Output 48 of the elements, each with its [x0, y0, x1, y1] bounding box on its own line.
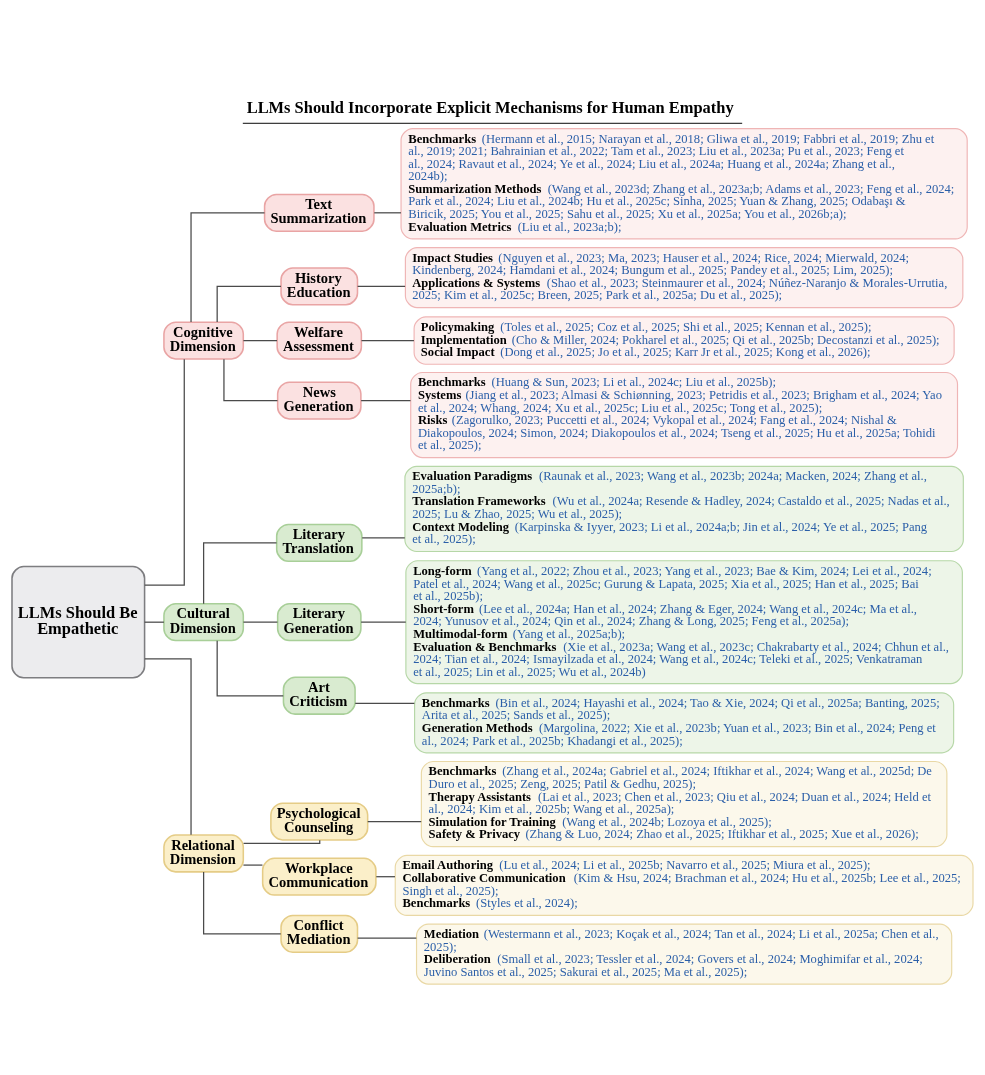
- connector: [360, 339, 415, 342]
- node-box: Text Summarization: [263, 193, 375, 232]
- connector: [375, 876, 396, 878]
- node-box: Literary Generation: [276, 603, 362, 642]
- node-box: Benchmarks (Bin et al., 2024; Hayashi et al., 2024; Tao & Xie, 2024; Qi et al., 2025a; Banting, 2025; Arita et al., 2025; Sands et al., 2025); Generation Methods (Margolina, 2022; Xie et al., 2023b; Yuan et al., 2023; Bin et al., 2024; Peng et al., 2024; Park et al., 2025b; Khadangi et al., 2025);: [414, 692, 955, 754]
- node-box: Conflict Mediation: [280, 914, 359, 953]
- node-box: Psychological Counseling: [270, 802, 369, 841]
- node-box: Literary Translation: [275, 523, 363, 562]
- connector: [144, 658, 192, 836]
- diagram-title: LLMs Should Incorporate Explicit Mechanisms for Human Empathy: [246, 98, 734, 118]
- connector: [360, 621, 407, 623]
- node-box: Art Criticism: [282, 676, 356, 715]
- node-box: Policymaking (Toles et al., 2025; Coz et al., 2025; Shi et al., 2025; Kennan et al., 2025); Implementation (Cho & Miller, 2024; Pokharel et al., 2025; Qi et al., 2025b; Decostanzi et al., 2025); Social Impact (Dong et al., 2025; Jo et al., 2025; Karr Jr et al., 2025; Kong et al., 2026);: [413, 316, 955, 365]
- node-box: Relational Dimension: [163, 834, 245, 873]
- connector: [216, 640, 284, 697]
- connector: [242, 339, 278, 342]
- node-box: Impact Studies (Nguyen et al., 2023; Ma, 2023; Hauser et al., 2024; Rice, 2024; Mierwald, 2024; Kindenberg, 2024; Hamdani et al., 2024; Bungum et al., 2025; Pandey et al., 2025; Lim, 2025); Applications & Systems (Shao et al., 2023; Steinmaurer et al., 2024; Núñez-Naranjo & Morales-Urrutia, 2025; Kim et al., 2025c; Breen, 2025; Park et al., 2025a; Du et al., 2025);: [404, 247, 964, 309]
- node-box: Mediation (Westermann et al., 2023; Koçak et al., 2024; Tan et al., 2024; Li et al., 2025a; Chen et al., 2025); Deliberation (Small et al., 2023; Tessler et al., 2024; Govers et al., 2024; Moghimifar et al., 2024; Juvino Santos et al., 2025; Sakurai et al., 2025; Ma et al., 2025);: [415, 923, 953, 985]
- node-box: Benchmarks (Hermann et al., 2015; Narayan et al., 2018; Gliwa et al., 2019; Fabbri et al., 2019; Zhu et al., 2019; 2021; Bahrainian et al., 2022; Tam et al., 2023; Liu et al., 2023a; Pu et al., 2023; Feng et al., 2024; Ravaut et al., 2024; Ye et al., 2024; Liu et al., 2024a; Huang et al., 2024a; Zhang et al., 2024b); Summarization Methods (Wang et al., 2023d; Zhang et al., 2023a;b; Adams et al., 2023; Feng et al., 2024; Park et al., 2024; Liu et al., 2024b; Hu et al., 2025c; Sinha, 2025; Yuan & Zhang, 2025; Odabaşı & Biricik, 2025; You et al., 2025; Sahu et al., 2025; Xu et al., 2025a; You et al., 2026b;a); Evaluation Metrics (Liu et al., 2023a;b);: [400, 128, 968, 240]
- connector: [360, 399, 412, 402]
- connector: [357, 285, 406, 287]
- connector: [203, 871, 282, 935]
- node-box: Benchmarks (Huang & Sun, 2023; Li et al., 2024c; Liu et al., 2025b); Systems (Jiang et al., 2023; Almasi & Schiønning, 2023; Petridis et al., 2023; Brigham et al., 2024; Yao et al., 2024; Whang, 2024; Xu et al., 2025c; Liu et al., 2025c; Tong et al., 2025); Risks (Zagorulko, 2023; Puccetti et al., 2024; Vykopal et al., 2024; Fang et al., 2024; Nishal & Diakopoulos, 2024; Simon, 2024; Diakopoulos et al., 2024; Tseng et al., 2025; Hu et al., 2025a; Tohidi et al., 2025);: [410, 371, 959, 459]
- connector: [357, 937, 417, 939]
- node-box: Workplace Communication: [261, 857, 377, 896]
- node-box: Cognitive Dimension: [163, 321, 245, 360]
- node-box: Benchmarks (Zhang et al., 2024a; Gabriel et al., 2024; Iftikhar et al., 2024; Wang et al., 2025d; De Duro et al., 2025; Zeng, 2025; Patil & Gedhu, 2025); Therapy Assistants (Lai et al., 2023; Chen et al., 2023; Qiu et al., 2024; Duan et al., 2024; Held et al., 2024; Kim et al., 2025b; Wang et al., 2025a); Simulation for Training (Wang et al., 2024b; Lozoya et al., 2025); Safety & Privacy (Zhang & Luo, 2024; Zhao et al., 2025; Iftikhar et al., 2025; Xue et al., 2026);: [420, 760, 948, 848]
- node-box: Evaluation Paradigms (Raunak et al., 2023; Wang et al., 2023b; 2024a; Macken, 2024; Zhang et al., 2025a;b); Translation Frameworks (Wu et al., 2024a; Resende & Hadley, 2024; Castaldo et al., 2025; Nadas et al., 2025; Lu & Zhao, 2025; Wu et al., 2025); Context Modeling (Karpinska & Iyyer, 2023; Li et al., 2024a;b; Jin et al., 2024; Ye et al., 2025; Pang et al., 2025);: [404, 465, 964, 553]
- connector: [373, 212, 402, 214]
- connector: [242, 864, 264, 866]
- connector: [354, 702, 415, 705]
- connector: [242, 839, 321, 844]
- connector: [216, 285, 282, 323]
- node-box: History Education: [280, 267, 359, 306]
- node-box: Email Authoring (Lu et al., 2024; Li et al., 2025b; Navarro et al., 2025; Miura et al., 2025); Collaborative Communication (Kim & Hsu, 2024; Brachman et al., 2024; Hu et al., 2025b; Lee et al., 2025; Singh et al., 2025); Benchmarks (Styles et al., 2024);: [394, 854, 974, 916]
- node-box: Welfare Assessment: [276, 321, 363, 360]
- node-box: Long-form (Yang et al., 2022; Zhou et al., 2023; Yang et al., 2023; Bae & Kim, 2024; Lei et al., 2024; Patel et al., 2024; Wang et al., 2025c; Gurung & Lapata, 2025; Xia et al., 2025; Han et al., 2025; Bai et al., 2025b); Short-form (Lee et al., 2024a; Han et al., 2024; Zhang & Eger, 2024; Wang et al., 2024c; Ma et al., 2024; Yunusov et al., 2024; Qin et al., 2024; Zhang & Long, 2025; Feng et al., 2025a); Multimodal-form (Yang et al., 2025a;b); Evaluation & Benchmarks (Xie et al., 2023a; Wang et al., 2023c; Chakrabarty et al., 2024; Chhun et al., 2024; Tian et al., 2024; Ismayilzada et al., 2024; Wang et al., 2024c; Teleki et al., 2025; Venkatraman et al., 2025; Lin et al., 2025; Wu et al., 2024b): [405, 560, 963, 685]
- connector: [367, 820, 422, 823]
- node-box: Cultural Dimension: [163, 603, 245, 642]
- node-box: LLMs Should Be Empathetic: [11, 565, 146, 679]
- connector: [190, 212, 266, 323]
- connector: [242, 621, 279, 623]
- connector: [144, 358, 185, 586]
- connector: [223, 358, 279, 402]
- node-box: News Generation: [276, 381, 362, 420]
- connector: [361, 537, 406, 539]
- connector: [203, 542, 278, 605]
- connector: [144, 621, 165, 623]
